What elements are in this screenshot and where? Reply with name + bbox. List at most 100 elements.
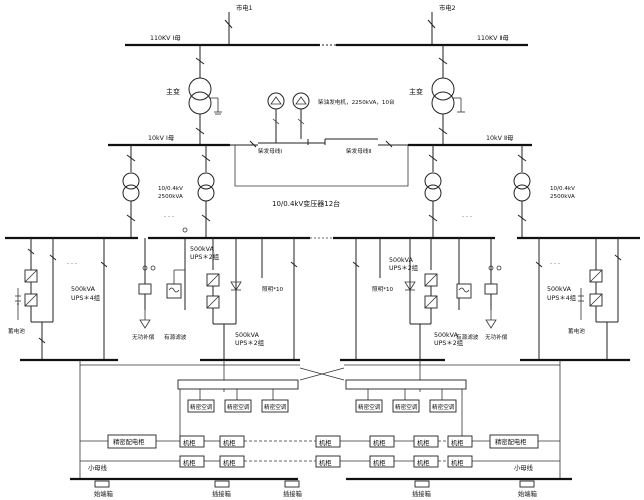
mv-bus-label-1: 10kV Ⅰ母 bbox=[148, 134, 174, 142]
transformer-rating-1b: 2500kVA bbox=[158, 194, 183, 200]
compensation-right: 有源滤波 无功补偿 bbox=[456, 238, 508, 341]
hv-bus-label-1: 110KV Ⅰ母 bbox=[150, 34, 181, 42]
rack-4 bbox=[369, 435, 395, 448]
mv-bus-label-2: 10kV Ⅱ母 bbox=[486, 134, 513, 142]
gen-bus-label-1: 柴发母线Ⅰ bbox=[258, 147, 282, 155]
rack-label-5: 机柜 bbox=[417, 438, 430, 447]
ups2-rating-1: 500kVA bbox=[190, 246, 215, 253]
ups4-rating-1: 500kVA bbox=[71, 286, 96, 293]
plug-box-3 bbox=[414, 480, 430, 488]
utility-feed-2: 市电2 bbox=[427, 3, 456, 45]
ups4-group-left: 蓄电池 · · · 500kVA UPS＊4组 bbox=[8, 238, 118, 362]
ups4-count-1: UPS＊4组 bbox=[71, 293, 101, 302]
rack-label-2: 机柜 bbox=[223, 438, 236, 447]
precision-ac-label-4: 精密空调 bbox=[358, 403, 381, 411]
start-box-right bbox=[519, 480, 535, 488]
ups2-rating-2: 500kVA bbox=[235, 332, 260, 339]
ups2-group-right: 照明*10 500kVA UPS＊2组 500kVA UPS＊2组 bbox=[340, 238, 464, 362]
start-box-label-right: 始端箱 bbox=[518, 489, 537, 498]
rack-label-1: 机柜 bbox=[183, 438, 196, 447]
mv-bus: 10kV Ⅰ母 10kV Ⅱ母 柴发母线Ⅰ 柴发母线Ⅱ bbox=[108, 134, 532, 187]
rack-label-12: 机柜 bbox=[451, 458, 464, 467]
ups2-count-4: UPS＊2组 bbox=[434, 338, 464, 347]
utility-label-1: 市电1 bbox=[236, 3, 253, 12]
rack-label-11: 机柜 bbox=[417, 458, 430, 467]
rack-10 bbox=[369, 455, 395, 468]
rack-label-10: 机柜 bbox=[373, 458, 386, 467]
transformer-rating-2b: 2500kVA bbox=[550, 194, 575, 200]
ellipsis-1: · · · bbox=[164, 214, 174, 221]
rack-11 bbox=[413, 455, 439, 468]
ups2-rating-4: 500kVA bbox=[434, 332, 459, 339]
rack-5 bbox=[413, 435, 439, 448]
precision-ac-5 bbox=[392, 399, 420, 413]
precision-ac-label-6: 精密空调 bbox=[432, 403, 455, 411]
reactive-comp-label-1: 无功补偿 bbox=[132, 333, 155, 341]
lighting-label-1: 照明*10 bbox=[262, 286, 284, 293]
rack-label-3: 机柜 bbox=[319, 438, 332, 447]
ups2-count-1: UPS＊2组 bbox=[190, 252, 220, 261]
plug-box-label-1: 插接箱 bbox=[212, 489, 231, 498]
ups2-rating-3: 500kVA bbox=[389, 257, 414, 264]
rack-12 bbox=[447, 455, 473, 468]
rack-1 bbox=[179, 435, 205, 448]
transformer-rating-2a: 10/0.4kV bbox=[550, 186, 575, 192]
main-transformer-1: 主变 bbox=[166, 45, 222, 145]
precision-pdu-left bbox=[107, 434, 157, 449]
precision-ac-4 bbox=[355, 399, 383, 413]
main-transformer-label-2: 主变 bbox=[409, 87, 423, 96]
transformer-group-label: 10/0.4kV变压器12台 bbox=[272, 199, 340, 208]
crossing-feeders bbox=[79, 360, 561, 480]
diesel-generators: 柴油发电机，2250kVA，10台 bbox=[267, 92, 395, 143]
rack-label-7: 机柜 bbox=[183, 458, 196, 467]
rack-rows: 精密配电柜 精密配电柜 机柜 机柜 机柜 bbox=[80, 434, 560, 468]
rack-8 bbox=[219, 455, 245, 468]
plug-box-label-2: 插接箱 bbox=[283, 489, 302, 498]
distribution-transformers: 10/0.4kV 2500kVA 10/0.4kV 2500kVA 10/0.4… bbox=[122, 145, 575, 238]
small-bus-label-right: 小母线 bbox=[514, 463, 534, 472]
plug-box-label-3: 插接箱 bbox=[412, 489, 431, 498]
ups2-group-left: 500kVA UPS＊2组 500kVA UPS＊2组 照明*10 bbox=[190, 238, 300, 362]
ellipsis-3: · · · bbox=[67, 261, 77, 268]
lighting-label-2: 照明*10 bbox=[372, 286, 394, 293]
precision-ac-label-1: 精密空调 bbox=[190, 403, 213, 411]
gen-bus-label-2: 柴发母线Ⅱ bbox=[346, 147, 371, 155]
precision-ac-label-3: 精密空调 bbox=[264, 403, 287, 411]
generator-label: 柴油发电机，2250kVA，10台 bbox=[318, 98, 395, 106]
main-transformer-label-1: 主变 bbox=[166, 87, 180, 96]
rack-7 bbox=[179, 455, 205, 468]
precision-pdu-label-right: 精密配电柜 bbox=[495, 437, 526, 446]
precision-pdu-right bbox=[489, 434, 539, 449]
rack-9 bbox=[315, 455, 341, 468]
rack-3 bbox=[315, 435, 341, 448]
precision-ac-1 bbox=[187, 399, 215, 413]
ellipsis-2: · · · bbox=[462, 214, 472, 221]
plug-box-2 bbox=[284, 480, 300, 488]
busway: 小母线 小母线 始端箱 插接箱 插接箱 插接箱 始端箱 bbox=[70, 463, 572, 498]
start-box-label-left: 始端箱 bbox=[94, 489, 113, 498]
precision-ac-label-2: 精密空调 bbox=[227, 403, 250, 411]
active-filter-label-1: 有源滤波 bbox=[164, 333, 187, 341]
rack-label-9: 机柜 bbox=[319, 458, 332, 467]
utility-label-2: 市电2 bbox=[439, 3, 456, 12]
precision-ac-2 bbox=[224, 399, 252, 413]
reactive-comp-label-2: 无功补偿 bbox=[485, 333, 508, 341]
ups4-group-right: · · · 500kVA UPS＊4组 蓄电池 bbox=[520, 238, 630, 362]
precision-ac-units: 精密空调 精密空调 精密空调 精密空调 精密空调 精密空调 bbox=[187, 389, 457, 413]
utility-feed-1: 市电1 bbox=[224, 3, 253, 45]
battery-label-1: 蓄电池 bbox=[8, 327, 25, 335]
precision-ac-label-5: 精密空调 bbox=[395, 403, 418, 411]
small-bus-label-left: 小母线 bbox=[88, 463, 108, 472]
precision-pdu-label-left: 精密配电柜 bbox=[113, 437, 144, 446]
ups2-count-3: UPS＊2组 bbox=[389, 263, 419, 272]
rack-label-4: 机柜 bbox=[373, 438, 386, 447]
rack-label-8: 机柜 bbox=[223, 458, 236, 467]
ellipsis-4: · · · bbox=[550, 261, 560, 268]
ups2-count-2: UPS＊2组 bbox=[235, 338, 265, 347]
main-transformer-2: 主变 bbox=[409, 45, 465, 145]
rack-6 bbox=[447, 435, 473, 448]
hv-bus: 110KV Ⅰ母 110KV Ⅱ母 bbox=[125, 34, 528, 47]
hv-bus-label-2: 110KV Ⅱ母 bbox=[477, 34, 509, 42]
ups4-rating-2: 500kVA bbox=[547, 286, 572, 293]
